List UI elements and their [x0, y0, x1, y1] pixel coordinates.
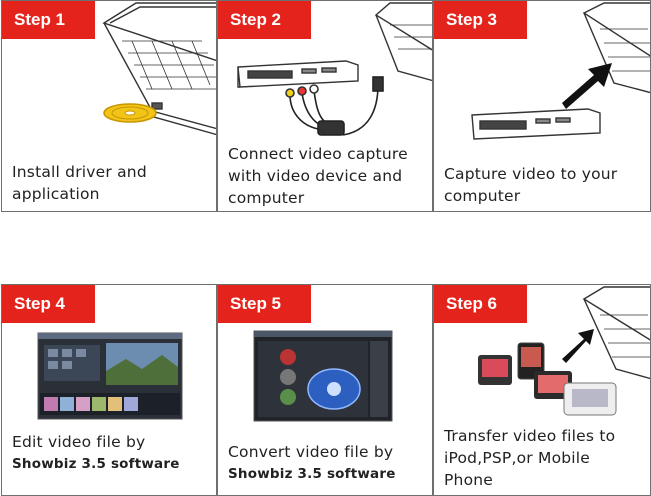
step-5-panel: Step 5 Convert video file by Showbiz 3.5…	[217, 284, 433, 496]
vcr-icon	[238, 61, 358, 87]
vcr-icon	[472, 109, 600, 139]
arrow-icon	[562, 63, 612, 109]
step-6-caption: Transfer video files to iPod,PSP,or Mobi…	[444, 425, 615, 491]
step-1-caption: Install driver and application	[12, 161, 147, 205]
step-4-caption: Edit video file by Showbiz 3.5 software	[12, 431, 180, 475]
step-5-caption: Convert video file by Showbiz 3.5 softwa…	[228, 441, 396, 485]
step-1-panel: Step 1 Install driver and application	[1, 0, 217, 212]
capture-cable-icon	[286, 77, 383, 135]
step-3-panel: Step 3 Capture video to your computer	[433, 0, 651, 212]
editor-screenshot-icon	[38, 333, 182, 419]
cd-icon	[104, 104, 156, 122]
arrow-icon	[562, 329, 594, 363]
step-4-panel: Step 4 Edit video file by Showbiz 3.5 so…	[1, 284, 217, 496]
laptop-icon	[376, 3, 433, 81]
psp-icon	[564, 383, 616, 415]
step-3-caption: Capture video to your computer	[444, 163, 617, 207]
step-2-caption: Connect video capture with video device …	[228, 143, 408, 209]
laptop-icon	[584, 287, 651, 379]
converter-screenshot-icon	[254, 331, 392, 421]
step-6-panel: Step 6 Transfer video files to iPod,PSP,…	[433, 284, 651, 496]
step-2-panel: Step 2 Connect video capture with	[217, 0, 433, 212]
